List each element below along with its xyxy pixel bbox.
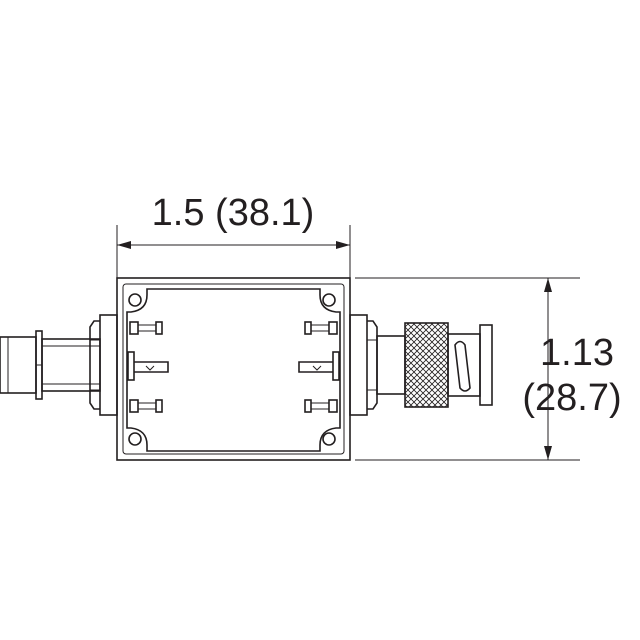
screw-bottom-right [322, 432, 336, 446]
width-label: 1.5 (38.1) [152, 192, 315, 234]
height-label-mm: (28.7) [522, 377, 621, 419]
width-arrow-right [336, 241, 350, 249]
height-arrow-bottom [544, 446, 552, 460]
screw-top-left [128, 293, 142, 307]
knurled-grip [404, 322, 449, 408]
height-dimension: 1.13 (28.7) [355, 277, 622, 461]
screw-bottom-left [128, 432, 142, 446]
screw-top-right [322, 293, 336, 307]
right-bnc-connector [349, 314, 493, 416]
left-bnc-connector [0, 314, 118, 416]
width-dimension: 1.5 (38.1) [116, 192, 351, 278]
height-label-inches: 1.13 [540, 332, 614, 374]
right-terminals [298, 321, 340, 413]
width-arrow-left [117, 241, 131, 249]
enclosure-box [116, 277, 351, 461]
left-terminals [127, 321, 169, 413]
height-arrow-top [544, 278, 552, 292]
